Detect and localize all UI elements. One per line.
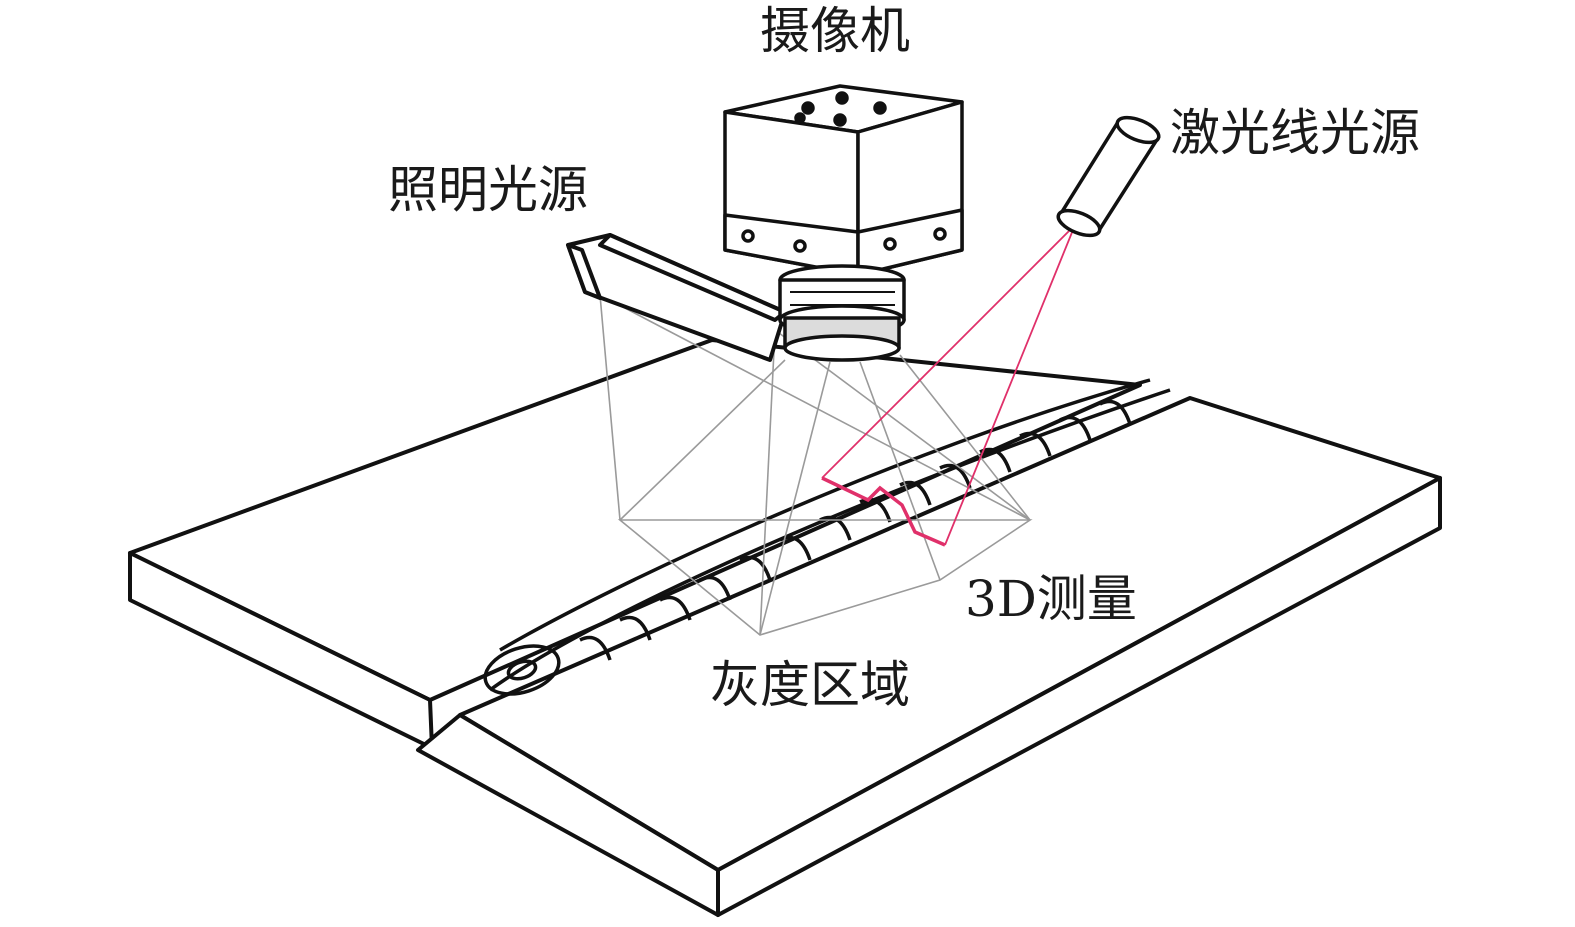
weld-end-ring: [483, 644, 561, 696]
light-bar-icon: [566, 233, 787, 362]
right-plate-front: [416, 713, 720, 917]
gray-region-rays: [599, 294, 1033, 636]
camera-label: 摄像机: [760, 2, 910, 60]
measure-3d-label: 3D测量: [965, 570, 1137, 628]
laser-fan: [821, 224, 1076, 546]
weld-bead: [483, 378, 1171, 696]
laser-emitter-icon: [1056, 115, 1161, 238]
laser-source-label: 激光线光源: [1170, 104, 1420, 162]
laser-line: [821, 476, 946, 547]
lighting-source-label: 照明光源: [388, 161, 588, 219]
gray-region-label: 灰度区域: [710, 656, 910, 714]
camera-icon: [723, 84, 964, 362]
